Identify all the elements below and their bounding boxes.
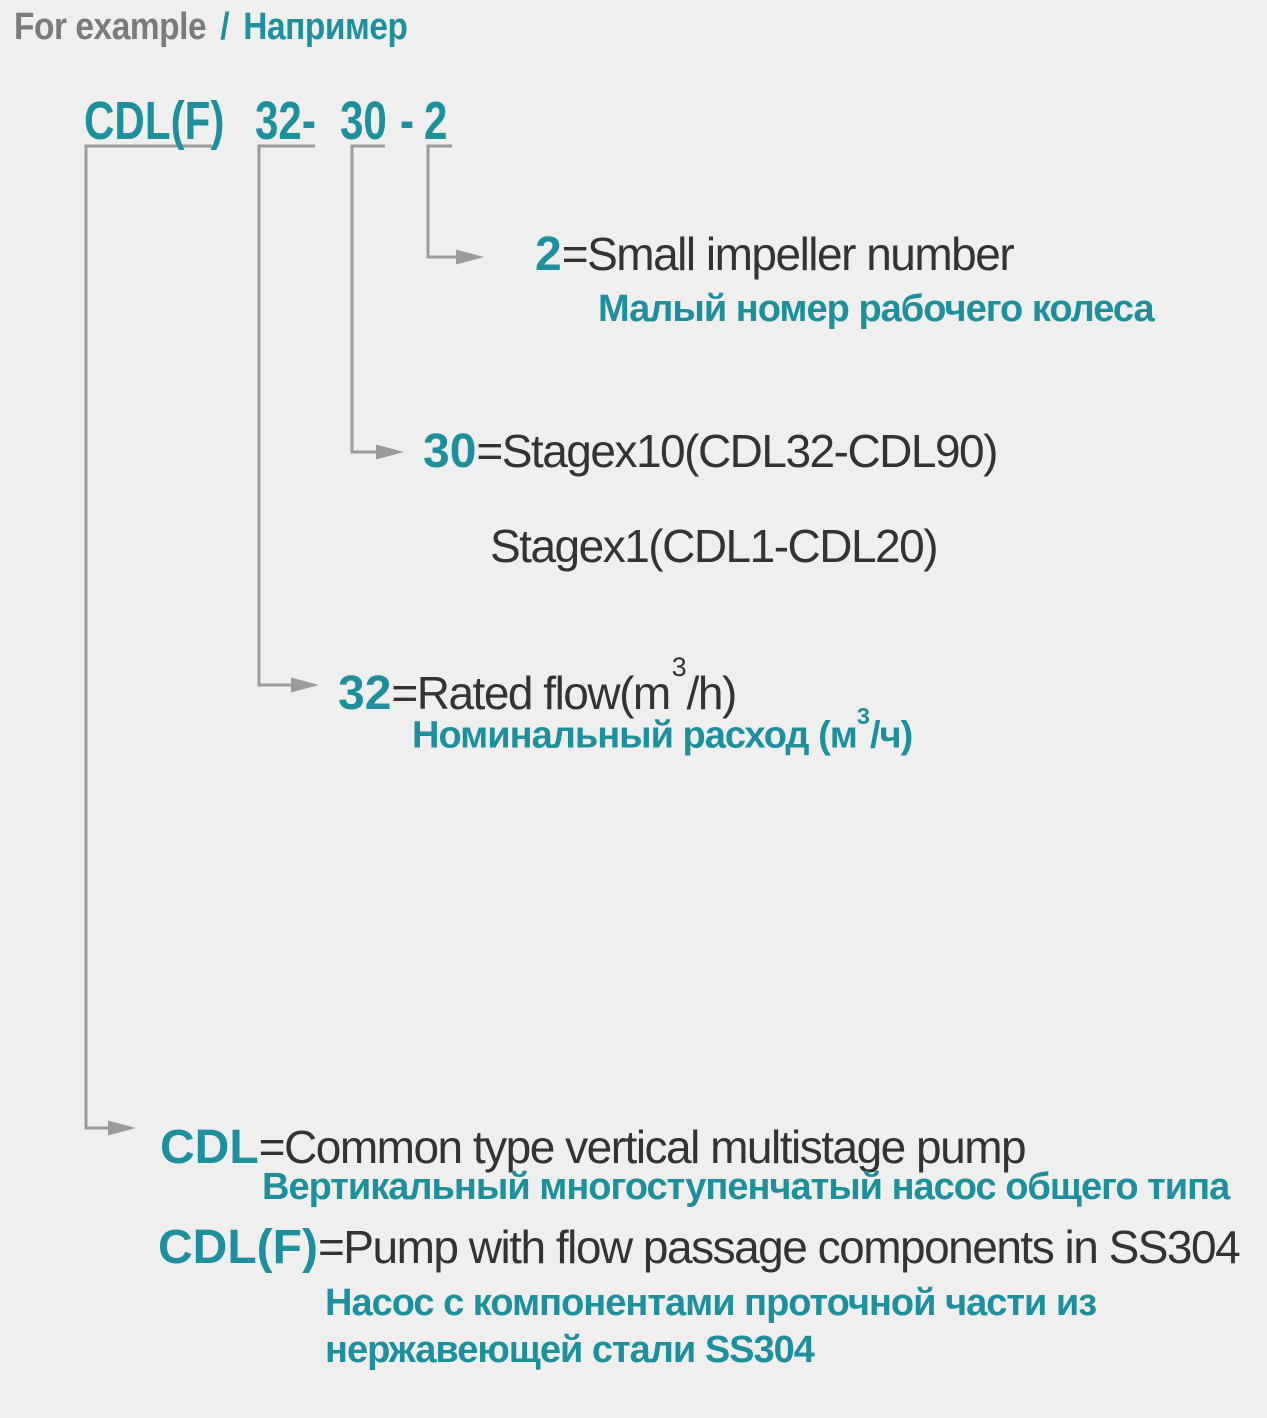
flow-ru-post: /ч) — [869, 714, 913, 757]
connector-series-line — [84, 144, 212, 1136]
connector-impeller-line — [426, 144, 484, 265]
stage-code: 30 — [423, 425, 477, 478]
arrow-right-icon — [456, 249, 484, 265]
arrow-right-icon — [291, 677, 319, 693]
flow-code: 32 — [338, 667, 392, 720]
cdlf-code: CDL(F) — [158, 1221, 318, 1274]
model-code-dash: - — [400, 91, 415, 151]
flow-ru-superscript: 3 — [856, 703, 870, 730]
impeller-code: 2 — [535, 228, 562, 281]
impeller-definition-en: =Small impeller number — [561, 228, 1015, 280]
title-english: For example — [14, 6, 207, 48]
cdlf-definition-ru-line2: нержавеющей стали SS304 — [325, 1329, 815, 1371]
cdl-definition-ru: Вертикальный многоступенчатый насос обще… — [262, 1166, 1230, 1208]
impeller-definition: 2=Small impeller number — [535, 228, 1015, 281]
cdlf-definition: CDL(F)=Pump with flow passage components… — [158, 1221, 1241, 1274]
stage-definition-en: =Stagex10(CDL32-CDL90) — [476, 425, 998, 477]
model-code-flow: 32- — [255, 91, 316, 151]
flow-en-pre: =Rated flow(m — [391, 667, 671, 719]
model-code-series: CDL(F) — [84, 91, 225, 151]
cdl-code: CDL — [160, 1121, 259, 1174]
flow-definition-ru: Номинальный расход (м3/ч) — [412, 704, 913, 757]
cdlf-definition-ru-line1: Насос с компонентами проточной части из — [325, 1282, 1097, 1324]
cdl-definition: CDL=Common type vertical multistage pump — [160, 1121, 1027, 1174]
arrow-right-icon — [108, 1120, 136, 1136]
model-code-impeller: 2 — [424, 91, 448, 151]
model-code-stage: 30 — [340, 91, 387, 151]
flow-en-superscript: 3 — [671, 652, 687, 683]
arrow-right-icon — [376, 444, 404, 460]
cdl-definition-en: =Common type vertical multistage pump — [258, 1121, 1027, 1173]
flow-definition-en: =Rated flow(m3/h) — [391, 654, 738, 719]
flow-en-post: /h) — [686, 667, 738, 719]
flow-definition: 32=Rated flow(m3/h) — [338, 654, 738, 720]
connector-stage-line — [350, 144, 404, 460]
impeller-definition-ru: Малый номер рабочего колеса — [598, 288, 1155, 330]
title-russian: Например — [243, 6, 408, 48]
page-title: For example / Например — [14, 6, 408, 48]
title-separator: / — [220, 6, 230, 48]
cdlf-definition-en: =Pump with flow passage components in SS… — [317, 1221, 1241, 1273]
flow-ru-pre: Номинальный расход (м — [412, 714, 858, 757]
connector-flow-line — [257, 144, 319, 693]
stage-definition-alt: Stagex1(CDL1-CDL20) — [490, 520, 939, 572]
stage-definition: 30=Stagex10(CDL32-CDL90) — [423, 425, 998, 478]
